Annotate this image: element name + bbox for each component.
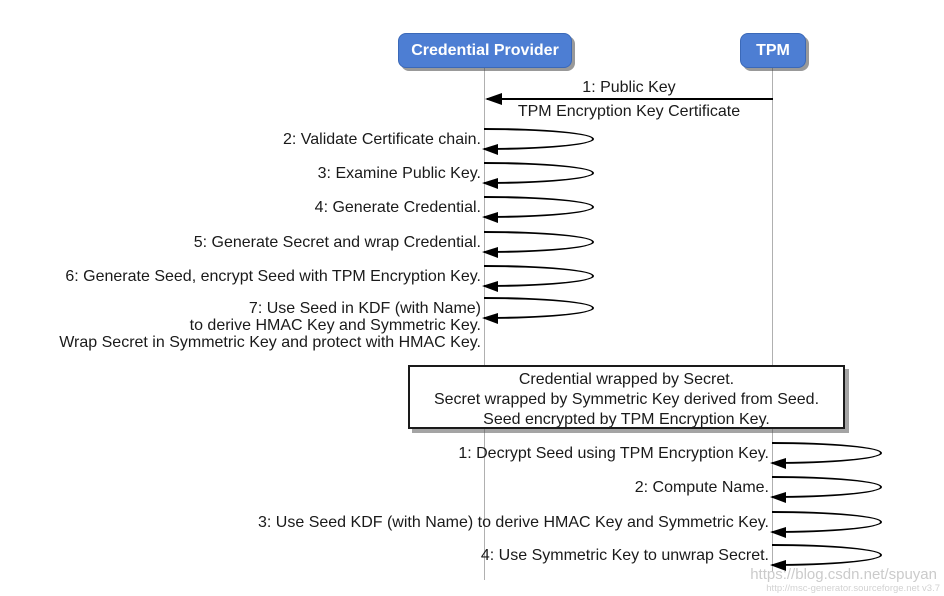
self-loop-arrow-icon xyxy=(482,162,594,189)
cp-self-message-5-label: 5: Generate Secret and wrap Credential. xyxy=(193,234,481,251)
watermark-blog-url: https://blog.csdn.net/spuyan xyxy=(750,566,937,583)
message-1-arrowhead-icon xyxy=(485,93,502,105)
cp-self-message-7-label: 7: Use Seed in KDF (with Name) to derive… xyxy=(59,300,481,351)
message-1-arrow-line xyxy=(487,98,773,100)
cp-self-message-7-line-2: to derive HMAC Key and Symmetric Key. xyxy=(189,317,481,334)
actor-tpm: TPM xyxy=(740,33,806,68)
self-loop-arrow-icon xyxy=(482,128,594,155)
note-line-3: Seed encrypted by TPM Encryption Key. xyxy=(483,411,770,428)
actor-credential-provider-label: Credential Provider xyxy=(411,41,559,59)
tpm-self-message-4-label: 4: Use Symmetric Key to unwrap Secret. xyxy=(480,547,769,564)
cp-self-message-7-line-3: Wrap Secret in Symmetric Key and protect… xyxy=(59,334,481,351)
note-box: Credential wrapped by Secret. Secret wra… xyxy=(408,365,845,429)
actor-credential-provider: Credential Provider xyxy=(398,33,572,68)
self-loop-arrow-icon xyxy=(770,544,882,571)
tpm-self-message-3-label: 3: Use Seed KDF (with Name) to derive HM… xyxy=(258,514,769,531)
self-loop-arrow-icon xyxy=(770,442,882,469)
self-loop-arrow-icon xyxy=(482,196,594,223)
self-loop-arrow-icon xyxy=(482,297,594,324)
self-loop-arrow-icon xyxy=(770,511,882,538)
message-1-label-below: TPM Encryption Key Certificate xyxy=(517,103,741,120)
cp-self-message-7-line-1: 7: Use Seed in KDF (with Name) xyxy=(248,300,481,317)
lifeline-credential-provider xyxy=(484,68,485,580)
cp-self-message-3-label: 3: Examine Public Key. xyxy=(317,165,481,182)
cp-self-message-4-label: 4: Generate Credential. xyxy=(314,199,481,216)
watermark-generator-url: http://msc-generator.sourceforge.net v3.… xyxy=(766,583,940,594)
self-loop-arrow-icon xyxy=(482,265,594,292)
tpm-self-message-2-label: 2: Compute Name. xyxy=(634,479,769,496)
self-loop-arrow-icon xyxy=(770,476,882,503)
cp-self-message-6-label: 6: Generate Seed, encrypt Seed with TPM … xyxy=(65,268,481,285)
self-loop-arrow-icon xyxy=(482,231,594,258)
message-1-label-above: 1: Public Key xyxy=(582,79,676,96)
actor-tpm-label: TPM xyxy=(756,41,790,59)
note-line-1: Credential wrapped by Secret. xyxy=(518,371,735,388)
cp-self-message-2-label: 2: Validate Certificate chain. xyxy=(282,131,481,148)
lifeline-tpm xyxy=(772,68,773,572)
note-line-2: Secret wrapped by Symmetric Key derived … xyxy=(433,391,820,408)
tpm-self-message-1-label: 1: Decrypt Seed using TPM Encryption Key… xyxy=(458,445,769,462)
